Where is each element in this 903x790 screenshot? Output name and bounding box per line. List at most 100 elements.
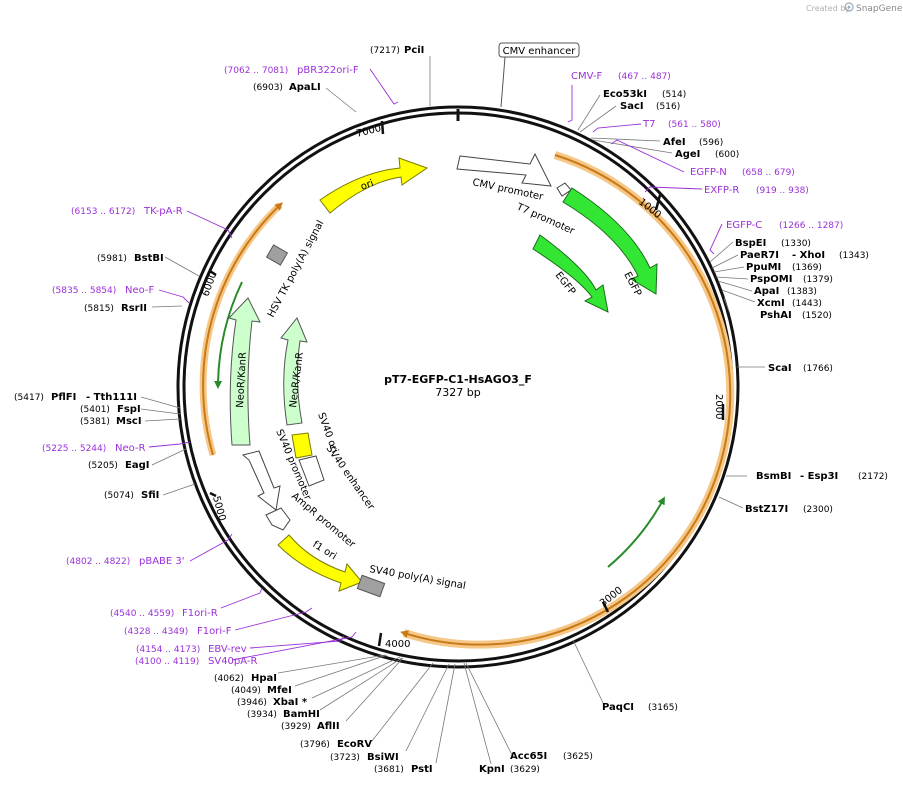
enzyme-bsiwi: BsiWI [367, 752, 399, 763]
enzyme-xcmi: XcmI [757, 298, 785, 309]
enzyme-pflfi-pos: (5417) [14, 393, 44, 403]
enzyme-acc65i-pos: (3625) [563, 752, 593, 762]
egfp-inner-shape [532, 234, 609, 313]
ori-label: ori [359, 178, 375, 193]
enzyme-sfii-pos: (5074) [104, 491, 134, 501]
primer-tk-pa-r-range: (6153 .. 6172) [71, 207, 135, 217]
enzyme-bamhi: BamHI [283, 709, 320, 720]
primer-neo-f: Neo-F [125, 285, 155, 296]
primer-t7: T7 [642, 119, 655, 130]
enzyme-afei: AfeI [663, 137, 686, 148]
egfp-outer-shape [562, 187, 658, 295]
enzyme-paer7i-pos: (1343) [839, 251, 869, 261]
enzyme-pspomi-pos: (1379) [803, 275, 833, 285]
enzyme-pspomi: PspOMI [750, 274, 792, 285]
primer-leader-lines [148, 68, 723, 661]
enzyme-pcii: PciI [404, 45, 424, 56]
enzyme-bsiwi-pos: (3723) [330, 753, 360, 763]
primer-neo-r: Neo-R [115, 443, 146, 454]
enzyme-aflii-pos: (3929) [281, 722, 311, 732]
cmv-promoter-shape [456, 152, 552, 187]
enzyme-scai: ScaI [768, 363, 792, 374]
primer-egfp-c: EGFP-C [726, 220, 762, 231]
primer-ebv-rev-range: (4154 .. 4173) [136, 645, 200, 655]
primer-sv40pa-r: SV40pA-R [208, 656, 257, 667]
enzyme-eagi-pos: (5205) [88, 461, 118, 471]
enzyme-acc65i: Acc65I [510, 751, 547, 762]
primer-t7-range: (561 .. 580) [668, 120, 721, 130]
sv40-polya-shape [356, 574, 386, 598]
primer-egfp-c-range: (1266 .. 1287) [779, 221, 843, 231]
primer-tk-pa-r: TK-pA-R [143, 206, 183, 217]
neokanr-outer-label: NeoR/KanR [235, 352, 249, 408]
enzyme-agei: AgeI [675, 149, 700, 160]
primer-egfp-n: EGFP-N [690, 167, 727, 178]
tick-2000: 2000 [713, 394, 724, 419]
created-by-text: Created by [806, 4, 850, 13]
primer-f1ori-r: F1ori-R [182, 608, 218, 619]
orf-green-right [607, 496, 665, 568]
primer-neo-f-range: (5835 .. 5854) [52, 286, 116, 296]
sv40-ori-shape [291, 432, 313, 459]
enzyme-bsmbi: BsmBI [756, 471, 791, 482]
enzyme-eco53ki: Eco53kI [603, 89, 647, 100]
primer-f1ori-f-range: (4328 .. 4349) [124, 627, 188, 637]
enzyme-pcii-pos: (7217) [370, 46, 400, 56]
enzyme-bstbi-pos: (5981) [97, 254, 127, 264]
cmv-enhancer-leader [500, 56, 506, 108]
enzyme-tth111i: - Tth111I [86, 392, 137, 403]
enzyme-agei-pos: (600) [715, 150, 739, 160]
enzyme-saci-pos: (516) [656, 102, 680, 112]
enzyme-bsmbi-pos: (2172) [858, 472, 888, 482]
enzyme-sfii: SfiI [141, 490, 159, 501]
enzyme-bspei: BspEI [735, 238, 766, 249]
sv40-enhancer-shape [298, 455, 325, 487]
enzyme-eagi: EagI [125, 460, 149, 471]
plasmid-name: pT7-EGFP-C1-HsAGO3_F [384, 373, 532, 386]
snapgene-brand: SnapGene [856, 4, 903, 14]
enzyme-apai-pos: (1383) [787, 287, 817, 297]
enzyme-xbai: XbaI * [273, 697, 308, 708]
enzyme-mfei: MfeI [267, 685, 292, 696]
enzyme-scai-pos: (1766) [803, 364, 833, 374]
primer-pbr322ori-f: pBR322ori-F [297, 65, 359, 76]
enzyme-kpni-pos: (3629) [510, 765, 540, 775]
ampr-promoter-label: AmpR promoter [289, 491, 358, 551]
t7-promoter-label: T7 promoter [514, 201, 577, 237]
primer-pbabe3: pBABE 3' [139, 556, 185, 567]
primer-cmv-f-range: (467 .. 487) [618, 72, 671, 82]
enzyme-apali-pos: (6903) [253, 83, 283, 93]
enzyme-apai: ApaI [754, 286, 779, 297]
primer-sv40pa-r-range: (4100 .. 4119) [135, 657, 199, 667]
enzyme-xbai-pos: (3946) [237, 698, 267, 708]
enzyme-xhoi: - XhoI [792, 250, 825, 261]
plasmid-length: 7327 bp [435, 386, 480, 399]
ori-shape [319, 157, 429, 214]
enzyme-bamhi-pos: (3934) [247, 710, 277, 720]
enzyme-saci: SacI [620, 101, 644, 112]
primer-f1ori-r-range: (4540 .. 4559) [110, 609, 174, 619]
primer-neo-r-range: (5225 .. 5244) [42, 444, 106, 454]
enzyme-fspi-pos: (5401) [80, 405, 110, 415]
enzyme-paqci-pos: (3165) [648, 703, 678, 713]
enzyme-bspei-pos: (1330) [781, 239, 811, 249]
enzyme-paer7i: PaeR7I [740, 250, 779, 261]
enzyme-rsrii-pos: (5815) [84, 304, 114, 314]
enzyme-apali: ApaLI [289, 82, 321, 93]
enzyme-afei-pos: (596) [699, 138, 723, 148]
primer-f1ori-f: F1ori-F [197, 626, 232, 637]
enzyme-psti: PstI [411, 764, 433, 775]
enzyme-ppumi-pos: (1369) [792, 263, 822, 273]
hsv-tk-shape [265, 244, 289, 266]
orf-arrow-left [202, 202, 283, 456]
enzyme-bstbi: BstBI [134, 253, 164, 264]
cmv-enhancer-box [498, 42, 580, 58]
enzyme-hpai-pos: (4062) [214, 674, 244, 684]
enzyme-esp3i: - Esp3I [800, 471, 838, 482]
enzyme-pshai-pos: (1520) [802, 311, 832, 321]
enzyme-ecorv-pos: (3796) [300, 740, 330, 750]
enzyme-mfei-pos: (4049) [231, 686, 261, 696]
enzyme-hpai: HpaI [251, 673, 277, 684]
